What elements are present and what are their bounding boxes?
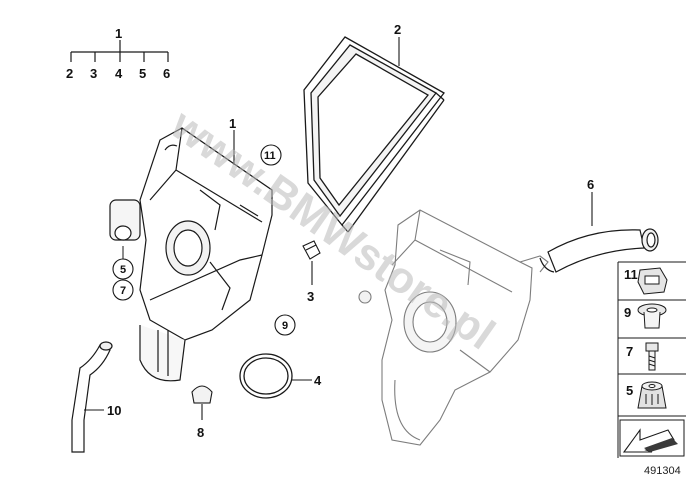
panel-label-7: 7 — [626, 344, 633, 359]
circled-9: 9 — [282, 320, 288, 332]
tree-child-label: 2 — [66, 66, 73, 81]
callout-8: 8 — [197, 425, 204, 440]
callout-4: 4 — [314, 373, 322, 388]
parts-tree — [70, 40, 169, 62]
intake-duct — [539, 228, 659, 273]
tree-child-label: 4 — [115, 66, 123, 81]
tree-child-label: 5 — [139, 66, 146, 81]
hardware-panel — [617, 261, 686, 458]
circled-11-top: 11 — [264, 150, 276, 162]
assembled-housing — [358, 209, 549, 446]
callout-1: 1 — [229, 116, 236, 131]
circled-7: 7 — [120, 285, 126, 297]
tree-root-label: 1 — [115, 26, 122, 41]
tree-child-label: 3 — [90, 66, 97, 81]
clip-nut-icon — [637, 267, 668, 295]
callout-3: 3 — [307, 289, 314, 304]
bolt-icon — [645, 342, 659, 371]
panel-label-5: 5 — [626, 383, 633, 398]
callout-10: 10 — [107, 403, 121, 418]
grommet-icon — [637, 303, 667, 329]
circled-5: 5 — [120, 264, 126, 276]
panel-label-9: 9 — [624, 305, 631, 320]
breather-hose — [71, 341, 113, 453]
direction-arrow-icon — [619, 419, 685, 457]
rubber-mount — [191, 385, 213, 404]
rubber-buffer-icon — [637, 381, 667, 409]
callout-2: 2 — [394, 22, 401, 37]
diagram-id: 491304 — [644, 465, 681, 477]
tree-child-label: 6 — [163, 66, 170, 81]
clip-part — [302, 240, 321, 260]
sealing-ring — [239, 353, 293, 399]
intake-silencer-housing — [109, 127, 273, 382]
panel-label-11: 11 — [624, 267, 638, 282]
air-filter-element — [303, 36, 445, 233]
callout-6: 6 — [587, 177, 594, 192]
